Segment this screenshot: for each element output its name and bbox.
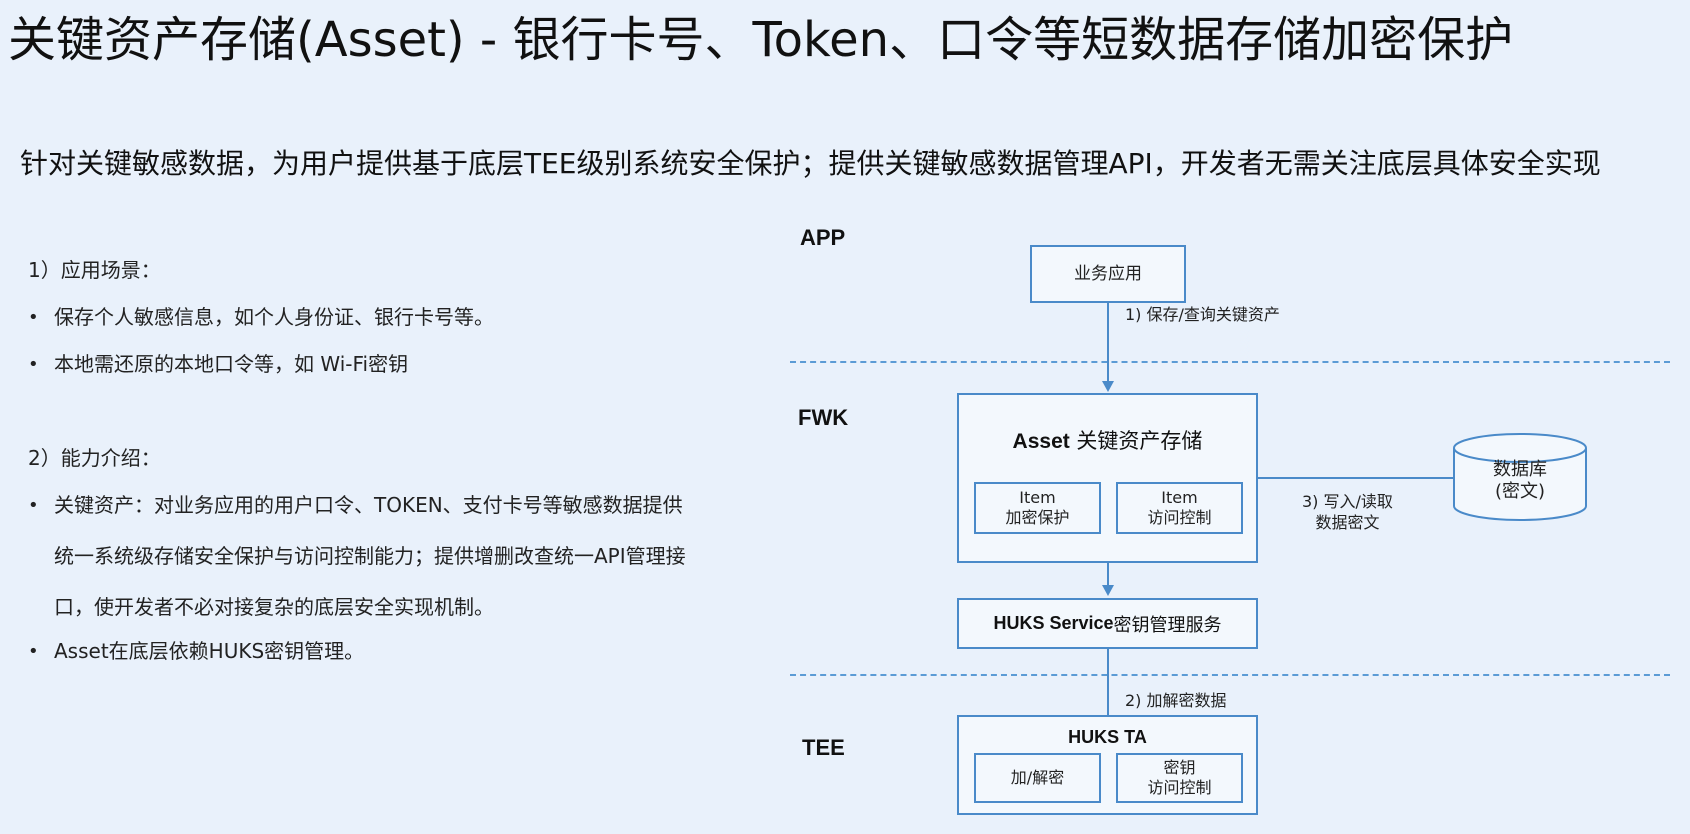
step1-label: 1) 保存/查询关键资产	[1125, 305, 1280, 324]
arrow-asset-to-database	[1258, 477, 1458, 479]
step3-label-line1: 3) 写入/读取	[1302, 492, 1393, 511]
step3-label: 3) 写入/读取 数据密文	[1302, 491, 1393, 533]
section2-heading: 2）能力介绍：	[28, 446, 161, 470]
architecture-diagram: APP FWK TEE 业务应用 1) 保存/查询关键资产 Asset 关键资产…	[780, 225, 1680, 825]
asset-title: Asset 关键资产存储	[959, 425, 1256, 455]
asset-title-bold: Asset	[1012, 430, 1070, 453]
arrow-asset-to-huks-service	[1107, 563, 1109, 587]
separator-fwk-tee	[790, 674, 1670, 676]
item-access-control-line1: Item	[1161, 488, 1198, 507]
item-encryption-line1: Item	[1019, 488, 1056, 507]
huks-service-title-rest: 密钥管理服务	[1113, 614, 1222, 636]
item-encryption-box: Item 加密保护	[974, 482, 1101, 534]
arrow-huks-service-to-ta	[1107, 649, 1109, 731]
page-subtitle: 针对关键敏感数据，为用户提供基于底层TEE级别系统安全保护；提供关键敏感数据管理…	[20, 147, 1601, 180]
database-label-line2: (密文)	[1494, 481, 1546, 502]
step2-label: 2) 加解密数据	[1125, 691, 1227, 710]
arrow-app-to-asset	[1107, 303, 1109, 383]
huks-service-box: HUKS Service 密钥管理服务	[957, 598, 1258, 649]
section2-bullet-2: Asset在底层依赖HUKS密钥管理。	[28, 626, 694, 677]
page-title: 关键资产存储(Asset) - 银行卡号、Token、口令等短数据存储加密保护	[8, 12, 1514, 68]
business-app-box: 业务应用	[1030, 245, 1186, 303]
huks-ta-box: HUKS TA 加/解密 密钥 访问控制	[957, 715, 1258, 815]
section1-bullet-2: 本地需还原的本地口令等，如 Wi-Fi密钥	[28, 339, 694, 390]
huks-ta-title: HUKS TA	[1068, 727, 1147, 747]
key-access-control-line2: 访问控制	[1147, 778, 1212, 797]
section1-heading: 1）应用场景：	[28, 258, 161, 282]
key-access-control-box: 密钥 访问控制	[1116, 753, 1243, 803]
database-cylinder	[1453, 433, 1587, 521]
huks-service-title-bold: HUKS Service	[993, 613, 1114, 633]
layer-label-fwk: FWK	[798, 405, 849, 430]
item-encryption-line2: 加密保护	[1005, 508, 1070, 527]
arrow-head-1	[1102, 381, 1114, 392]
separator-app-fwk	[790, 361, 1670, 363]
item-access-control-line2: 访问控制	[1147, 508, 1212, 527]
step3-label-line2: 数据密文	[1315, 513, 1380, 532]
layer-label-tee: TEE	[802, 735, 845, 760]
encrypt-decrypt-box: 加/解密	[974, 753, 1101, 803]
asset-title-rest: 关键资产存储	[1069, 429, 1203, 453]
section2-bullet-1: 关键资产：对业务应用的用户口令、TOKEN、支付卡号等敏感数据提供统一系统级存储…	[28, 480, 694, 633]
database-label-line1: 数据库	[1493, 459, 1547, 480]
arrow-head-2a	[1102, 585, 1114, 596]
database-label: 数据库 (密文)	[1452, 459, 1588, 503]
key-access-control-line1: 密钥	[1163, 758, 1196, 777]
asset-box: Asset 关键资产存储 Item 加密保护 Item 访问控制	[957, 393, 1258, 563]
item-access-control-box: Item 访问控制	[1116, 482, 1243, 534]
layer-label-app: APP	[800, 225, 846, 250]
section1-bullet-1: 保存个人敏感信息，如个人身份证、银行卡号等。	[28, 292, 694, 343]
